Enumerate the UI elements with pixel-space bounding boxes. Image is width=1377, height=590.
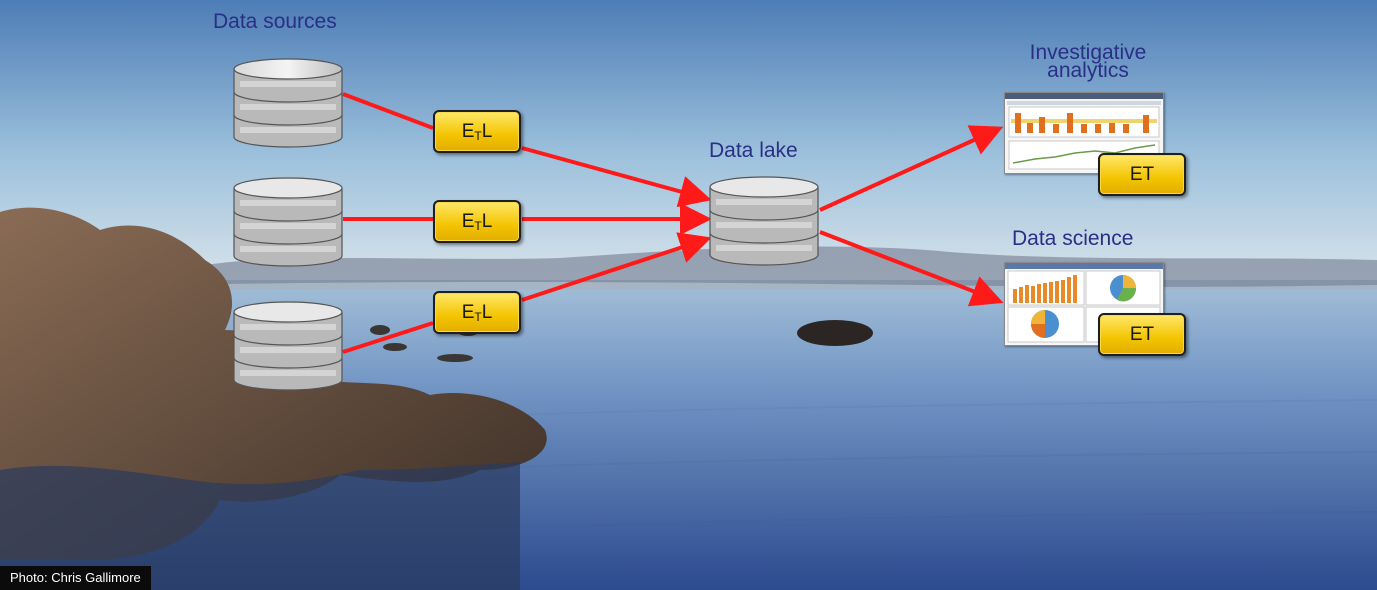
database-icon (233, 58, 343, 148)
arrow-source3-to-etl (342, 321, 434, 354)
etl-l: L (481, 301, 493, 323)
arrow-lake-to-analytics (819, 125, 1004, 212)
et-box-science: ET (1098, 313, 1186, 356)
etl-e: E (461, 301, 475, 323)
investigative-analytics-line1: Investigative (1029, 41, 1147, 64)
database-icon (233, 301, 343, 391)
investigative-analytics-label: Investigative analytics (1013, 42, 1163, 82)
etl-t: T (474, 218, 482, 233)
arrow-source1-to-etl (342, 92, 434, 130)
analytics-dashboard-thumbnail (1004, 92, 1164, 174)
etl-t: T (474, 128, 482, 143)
etl-l: L (481, 210, 493, 232)
arrow-lake-to-science (819, 230, 1004, 307)
etl-l: L (481, 120, 493, 142)
investigative-analytics-line2: analytics (1047, 59, 1129, 82)
data-science-dashboard-thumbnail (1004, 262, 1164, 346)
data-science-label: Data science (1012, 227, 1134, 250)
etl-e: E (461, 210, 475, 232)
etl-e: E (461, 120, 475, 142)
photo-credit: Photo: Chris Gallimore (0, 566, 151, 590)
data-sources-label: Data sources (213, 10, 337, 33)
database-icon (233, 177, 343, 267)
etl-t: T (474, 309, 482, 324)
arrow-etl1-to-lake (521, 146, 712, 208)
et-box-analytics: ET (1098, 153, 1186, 196)
data-lake-database-icon (709, 176, 819, 266)
arrow-etl3-to-lake (521, 232, 712, 302)
data-lake-label: Data lake (709, 139, 798, 162)
